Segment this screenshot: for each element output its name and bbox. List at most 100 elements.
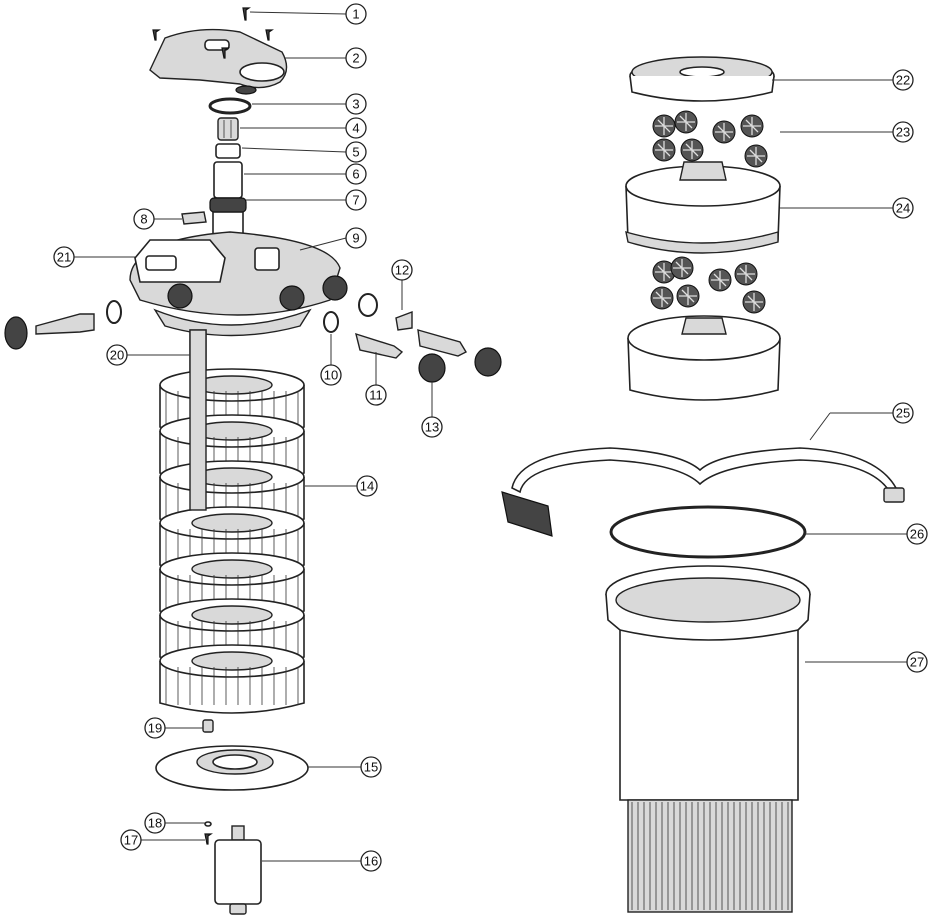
callout-circle xyxy=(345,141,367,163)
callout-circle xyxy=(106,344,128,366)
callout-number: 8 xyxy=(140,212,147,227)
uv-lamp-part-4 xyxy=(217,117,239,141)
callout-circle xyxy=(345,93,367,115)
callout-number: 17 xyxy=(124,833,138,848)
callout-21: 21 xyxy=(53,246,135,268)
callout-number: 9 xyxy=(352,231,359,246)
callout-circle xyxy=(144,812,166,834)
bio-ball xyxy=(742,290,766,314)
callout-14: 14 xyxy=(305,475,378,497)
callout-circle xyxy=(345,117,367,139)
pump-part-16-18 xyxy=(204,821,262,915)
bio-ball xyxy=(650,286,674,310)
callout-number: 23 xyxy=(896,125,910,140)
bio-ball xyxy=(674,110,698,134)
callout-number: 11 xyxy=(369,388,383,403)
callout-number: 1 xyxy=(352,7,359,22)
callout-circle xyxy=(906,651,928,673)
callout-2: 2 xyxy=(285,47,367,69)
callout-number: 24 xyxy=(896,201,910,216)
bio-ball xyxy=(652,114,676,138)
callout-15: 15 xyxy=(308,756,382,778)
label-plate-part-8 xyxy=(181,211,207,225)
callout-22: 22 xyxy=(772,69,914,91)
callout-circle xyxy=(892,69,914,91)
callout-19: 19 xyxy=(144,717,203,739)
callout-number: 27 xyxy=(910,655,924,670)
callout-8: 8 xyxy=(133,208,182,230)
bio-ball xyxy=(652,138,676,162)
callout-25: 25 xyxy=(809,402,914,441)
top-cover-part-2 xyxy=(149,28,288,95)
callout-number: 18 xyxy=(148,816,162,831)
callout-number: 20 xyxy=(110,348,124,363)
callout-circle xyxy=(320,364,342,386)
bio-ball xyxy=(708,268,732,292)
callout-4: 4 xyxy=(240,117,367,139)
callout-7: 7 xyxy=(246,189,367,211)
bio-ball xyxy=(744,144,768,168)
sealing-ring-part-26 xyxy=(609,505,807,559)
callout-circle xyxy=(53,246,75,268)
callout-6: 6 xyxy=(244,163,367,185)
clamp-ring-part-25 xyxy=(501,447,905,537)
callout-number: 14 xyxy=(360,479,374,494)
callout-number: 16 xyxy=(364,854,378,869)
callout-24: 24 xyxy=(780,197,914,219)
callout-12: 12 xyxy=(391,259,413,310)
bio-ball xyxy=(712,120,736,144)
hose-connectors-right-parts-10-13 xyxy=(323,293,502,383)
callout-27: 27 xyxy=(805,651,928,673)
callout-17: 17 xyxy=(120,829,205,851)
bio-balls-part-23 xyxy=(650,110,768,314)
media-basket-lower xyxy=(627,315,781,401)
callout-1: 1 xyxy=(249,3,367,25)
callout-circle xyxy=(345,189,367,211)
callout-circle xyxy=(120,829,142,851)
media-basket-part-24 xyxy=(625,161,781,254)
bottom-plate-part-15-19 xyxy=(155,719,309,791)
callout-circle xyxy=(345,3,367,25)
callout-circle xyxy=(345,227,367,249)
callout-23: 23 xyxy=(780,121,914,143)
bio-ring xyxy=(159,644,305,714)
callout-circle xyxy=(345,163,367,185)
callout-number: 26 xyxy=(910,527,924,542)
hose-connectors-left xyxy=(4,300,122,350)
callout-number: 12 xyxy=(395,263,409,278)
filter-housing-part-27 xyxy=(605,565,811,913)
callout-5: 5 xyxy=(241,141,367,163)
callout-circle xyxy=(360,850,382,872)
callout-circle xyxy=(391,259,413,281)
callout-10: 10 xyxy=(320,334,342,386)
callout-18: 18 xyxy=(144,812,205,834)
callout-16: 16 xyxy=(262,850,382,872)
callout-circle xyxy=(421,416,443,438)
callout-number: 4 xyxy=(352,121,359,136)
callout-number: 6 xyxy=(352,167,359,182)
callout-circle xyxy=(345,47,367,69)
callout-circle xyxy=(356,475,378,497)
callout-26: 26 xyxy=(805,523,928,545)
callout-9: 9 xyxy=(299,227,367,251)
bio-ball xyxy=(740,114,764,138)
callout-circle xyxy=(892,197,914,219)
callout-number: 5 xyxy=(352,145,359,160)
callout-20: 20 xyxy=(106,344,190,366)
callout-number: 15 xyxy=(364,760,378,775)
quartz-parts-5-7 xyxy=(209,143,247,213)
bio-sponge-rings-part-14 xyxy=(159,329,305,714)
callout-circle xyxy=(892,402,914,424)
top-grid-part-22 xyxy=(629,56,775,102)
callout-number: 13 xyxy=(425,420,439,435)
callout-number: 7 xyxy=(352,193,359,208)
callout-circle xyxy=(133,208,155,230)
callout-number: 3 xyxy=(352,97,359,112)
callout-number: 22 xyxy=(896,73,910,88)
bio-ball xyxy=(676,284,700,308)
bio-ball xyxy=(734,262,758,286)
callout-circle xyxy=(892,121,914,143)
callout-number: 2 xyxy=(352,51,359,66)
callout-circle xyxy=(365,384,387,406)
